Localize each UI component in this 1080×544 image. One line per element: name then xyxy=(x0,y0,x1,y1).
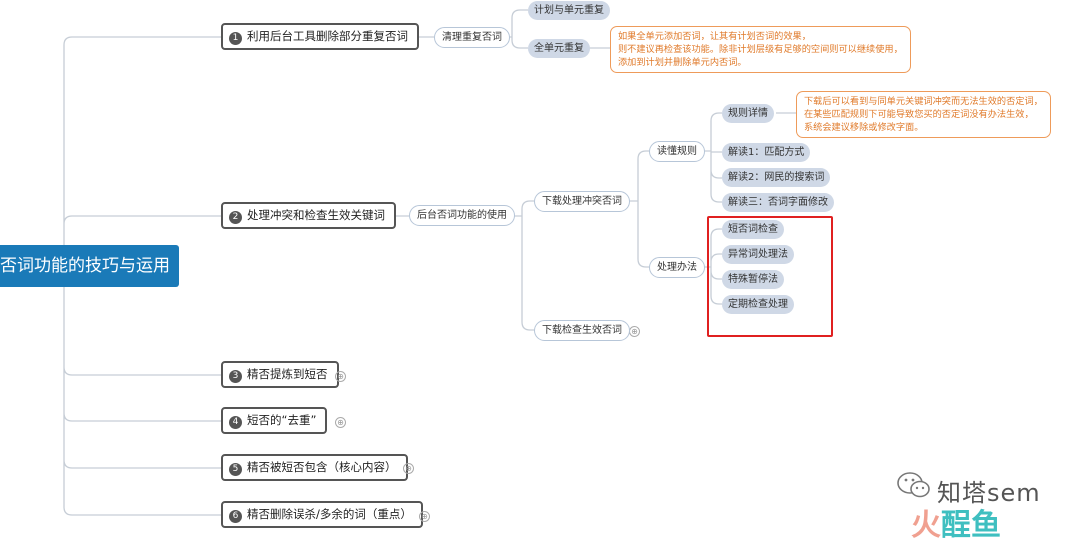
topic-download-effective[interactable]: 下载检查生效否词 xyxy=(534,320,630,341)
topic-label: 精否提炼到短否 xyxy=(247,367,328,381)
topic-4[interactable]: 4 短否的“去重” xyxy=(221,407,328,434)
note-line: 在某些匹配规则下可能导致您买的否定词没有办法生效， xyxy=(804,109,1034,120)
leaf-all-unit-duplicate[interactable]: 全单元重复 xyxy=(528,39,590,58)
expand-icon[interactable]: ⊕ xyxy=(403,463,414,474)
leaf-short-negative-check[interactable]: 短否词检查 xyxy=(722,220,784,239)
topic-number-badge: 5 xyxy=(229,463,242,476)
root-topic[interactable]: 否词功能的技巧与运用 xyxy=(0,245,179,287)
topic-label: 精否被短否包含（核心内容） xyxy=(247,460,397,474)
note-line: 添加到计划并删除单元内否词。 xyxy=(618,57,747,68)
watermark-logo: 火酲鱼 xyxy=(911,500,1001,544)
leaf-special-pause-method[interactable]: 特殊暂停法 xyxy=(722,270,784,289)
leaf-interpret-3[interactable]: 解读三：否词字面修改 xyxy=(722,193,834,212)
expand-icon[interactable]: ⊕ xyxy=(335,417,346,428)
watermark-text: 知塔sem xyxy=(937,479,1041,507)
note-line: 如果全单元添加否词，让其有计划否词的效果， xyxy=(618,31,811,42)
topic-download-conflicts[interactable]: 下载处理冲突否词 xyxy=(534,191,630,212)
topic-2[interactable]: 2 处理冲突和检查生效关键词 xyxy=(221,202,396,229)
topic-number-badge: 1 xyxy=(229,32,242,45)
expand-icon[interactable]: ⊕ xyxy=(629,326,640,337)
topic-1[interactable]: 1 利用后台工具删除部分重复否词 xyxy=(221,23,419,50)
leaf-periodic-check[interactable]: 定期检查处理 xyxy=(722,295,794,314)
leaf-plan-unit-duplicate[interactable]: 计划与单元重复 xyxy=(528,1,610,20)
expand-icon[interactable]: ⊕ xyxy=(419,511,430,522)
topic-label: 利用后台工具删除部分重复否词 xyxy=(247,29,408,43)
topic-label: 精否删除误杀/多余的词（重点） xyxy=(247,507,412,521)
note-branch1: 如果全单元添加否词，让其有计划否词的效果， 则不建议再检查该功能。除非计划层级有… xyxy=(610,26,911,73)
leaf-interpret-2[interactable]: 解读2：网民的搜索词 xyxy=(722,168,831,187)
topic-handling[interactable]: 处理办法 xyxy=(649,257,705,278)
connector-read-rules xyxy=(701,112,796,203)
connector-branch2 xyxy=(389,150,649,331)
topic-number-badge: 3 xyxy=(229,370,242,383)
logo-fire: 火 xyxy=(911,508,941,543)
leaf-abnormal-word-method[interactable]: 异常词处理法 xyxy=(722,245,794,264)
topic-number-badge: 6 xyxy=(229,510,242,523)
note-line: 系统会建议移除或修改字面。 xyxy=(804,122,924,133)
note-line: 则不建议再检查该功能。除非计划层级有足够的空间则可以继续使用， xyxy=(618,44,903,55)
topic-5[interactable]: 5 精否被短否包含（核心内容） xyxy=(221,454,408,481)
leaf-rule-details[interactable]: 规则详情 xyxy=(722,104,774,123)
wechat-icon xyxy=(897,472,930,498)
topic-6[interactable]: 6 精否删除误杀/多余的词（重点） xyxy=(221,501,423,528)
topic-number-badge: 4 xyxy=(229,416,242,429)
topic-3[interactable]: 3 精否提炼到短否 xyxy=(221,361,339,388)
topic-read-rules[interactable]: 读懂规则 xyxy=(649,141,705,162)
connector-handling xyxy=(701,228,722,305)
logo-right: 酲鱼 xyxy=(941,508,1001,543)
leaf-interpret-1[interactable]: 解读1：匹配方式 xyxy=(722,143,811,162)
topic-clean-duplicates[interactable]: 清理重复否词 xyxy=(434,27,510,48)
topic-label: 处理冲突和检查生效关键词 xyxy=(247,208,385,222)
topic-backend-negative-usage[interactable]: 后台否词功能的使用 xyxy=(409,205,515,226)
note-read-rules: 下载后可以看到与同单元关键词冲突而无法生效的否定词， 在某些匹配规则下可能导致您… xyxy=(796,91,1051,138)
topic-number-badge: 2 xyxy=(229,211,242,224)
watermark: 知塔sem 火酲鱼 xyxy=(895,470,1080,543)
expand-icon[interactable]: ⊕ xyxy=(335,371,346,382)
topic-label: 短否的“去重” xyxy=(247,413,317,427)
highlight-box xyxy=(707,216,833,337)
note-line: 下载后可以看到与同单元关键词冲突而无法生效的否定词， xyxy=(804,96,1043,107)
